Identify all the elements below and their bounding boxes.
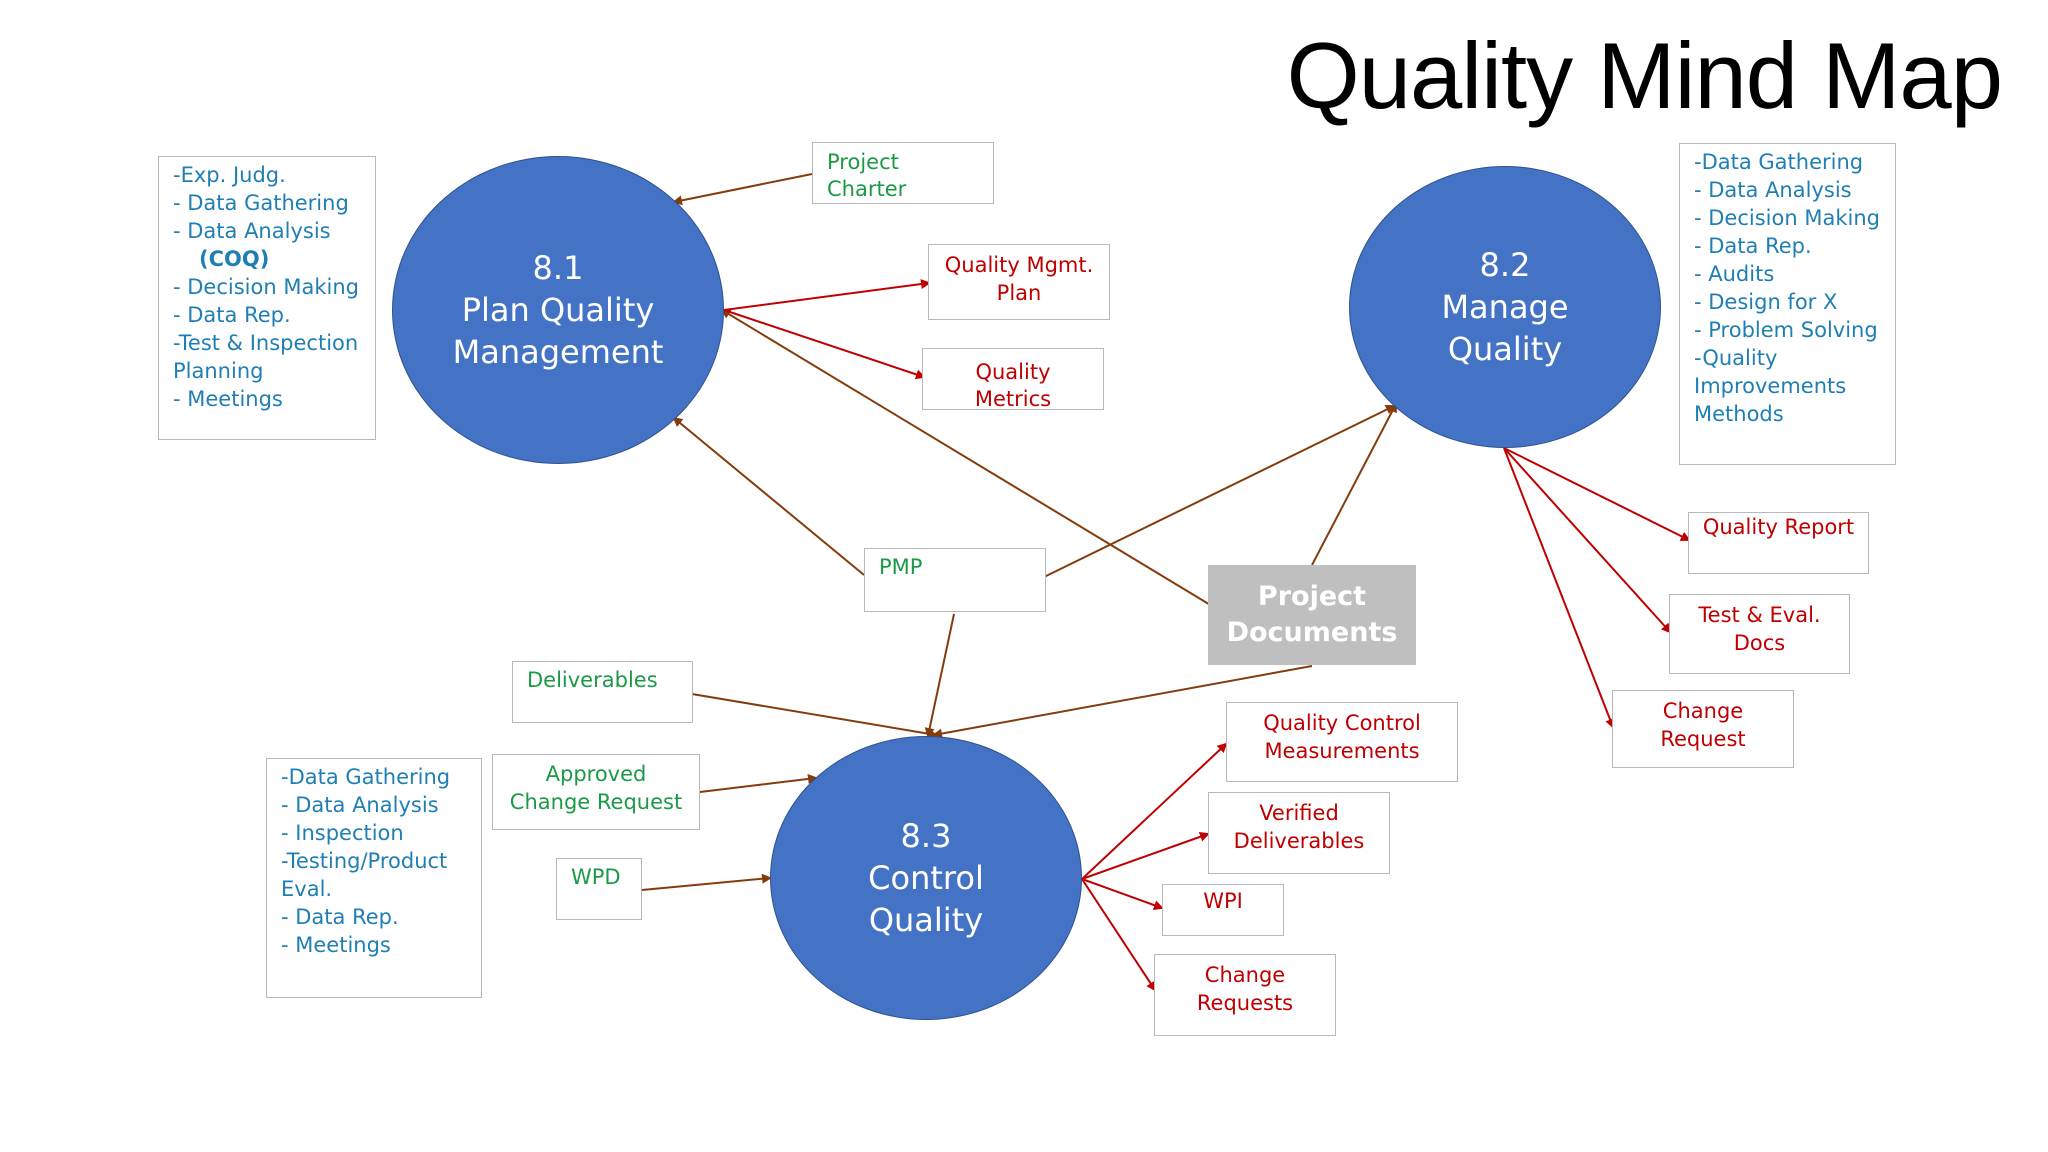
tool-item: - Problem Solving bbox=[1694, 318, 1878, 342]
tool-item: Improvements bbox=[1694, 374, 1847, 398]
tool-item: - Meetings bbox=[281, 933, 391, 957]
process-name: Plan Quality bbox=[461, 291, 655, 329]
process-number: 8.1 bbox=[532, 249, 584, 287]
arrow-wpd-to-control bbox=[641, 873, 772, 891]
tool-item: - Decision Making bbox=[173, 275, 359, 299]
arrow-docs-to-control bbox=[932, 665, 1313, 739]
tool-item: -Data Gathering bbox=[1694, 150, 1864, 174]
arrow-manage-to-report bbox=[1503, 447, 1691, 541]
arrow-acr-to-control bbox=[699, 773, 818, 793]
tool-item: - Data Rep. bbox=[173, 303, 291, 327]
input-project-charter: Project Charter bbox=[812, 142, 994, 204]
tool-item: Planning bbox=[173, 359, 264, 383]
arrow-plan-to-metrics bbox=[723, 309, 926, 380]
output-wpi: WPI bbox=[1162, 884, 1284, 936]
tool-item: (COQ) bbox=[199, 247, 270, 271]
tool-item: -Data Gathering bbox=[281, 765, 451, 789]
output-quality-metrics: Quality Metrics bbox=[922, 348, 1104, 410]
output-qc-measurements: Quality Control Measurements bbox=[1226, 702, 1458, 782]
tool-item: Methods bbox=[1694, 402, 1784, 426]
process-name: Control bbox=[868, 859, 984, 897]
output-verified-deliverables: Verified Deliverables bbox=[1208, 792, 1390, 874]
tool-item: -Quality bbox=[1694, 346, 1778, 370]
process-node-control: 8.3 Control Quality bbox=[770, 736, 1082, 1020]
arrow-pmp-to-control bbox=[924, 613, 955, 738]
input-wpd: WPD bbox=[556, 858, 642, 920]
input-deliverables: Deliverables bbox=[512, 661, 693, 723]
arrow-docs-to-manage bbox=[1311, 402, 1397, 566]
tool-item: - Data Analysis bbox=[173, 219, 331, 243]
tool-item: - Data Analysis bbox=[1694, 178, 1852, 202]
arrow-manage-to-changerequest bbox=[1503, 447, 1615, 729]
tool-item: - Audits bbox=[1694, 262, 1775, 286]
tool-item: - Design for X bbox=[1694, 290, 1838, 314]
arrow-pmp-to-plan bbox=[672, 416, 865, 576]
input-pmp: PMP bbox=[864, 548, 1046, 612]
arrow-pmp-to-manage bbox=[1041, 405, 1396, 579]
process-node-plan: 8.1 Plan Quality Management bbox=[392, 156, 724, 464]
page-title: Quality Mind Map bbox=[1286, 23, 2003, 128]
output-test-eval-docs: Test & Eval. Docs bbox=[1669, 594, 1850, 674]
arrow-control-to-changerequests bbox=[1081, 878, 1157, 992]
arrow-plan-to-qmp bbox=[723, 279, 931, 311]
process-name: Quality bbox=[1447, 330, 1563, 368]
tool-item: - Inspection bbox=[281, 821, 404, 845]
tool-item: - Data Rep. bbox=[281, 905, 399, 929]
arrow-docs-to-plan bbox=[720, 308, 1213, 607]
tool-item: - Decision Making bbox=[1694, 206, 1880, 230]
input-project-documents: Project Documents bbox=[1208, 565, 1416, 665]
tool-item: -Testing/Product bbox=[281, 849, 448, 873]
arrow-charter-to-plan bbox=[672, 173, 813, 206]
tool-item: -Test & Inspection bbox=[173, 331, 359, 355]
arrow-manage-to-testeval bbox=[1503, 447, 1672, 634]
manage-tools-box: -Data Gathering - Data Analysis - Decisi… bbox=[1679, 143, 1896, 465]
tool-item: - Data Rep. bbox=[1694, 234, 1812, 258]
control-tools-box: -Data Gathering - Data Analysis - Inspec… bbox=[266, 758, 482, 998]
tool-item: - Meetings bbox=[173, 387, 283, 411]
tool-item: Eval. bbox=[281, 877, 333, 901]
tool-item: -Exp. Judg. bbox=[173, 163, 286, 187]
arrow-control-to-qcm bbox=[1081, 742, 1228, 880]
tool-item: - Data Analysis bbox=[281, 793, 439, 817]
output-quality-report: Quality Report bbox=[1688, 512, 1869, 574]
input-approved-change-request: Approved Change Request bbox=[492, 754, 700, 830]
process-name: Quality bbox=[868, 901, 984, 939]
process-number: 8.3 bbox=[900, 817, 952, 855]
arrow-control-to-verified bbox=[1081, 831, 1210, 880]
output-change-request: Change Request bbox=[1612, 690, 1794, 768]
plan-tools-box: -Exp. Judg. - Data Gathering - Data Anal… bbox=[158, 156, 376, 440]
process-name: Management bbox=[452, 333, 664, 371]
process-name: Manage bbox=[1441, 288, 1569, 326]
output-change-requests: Change Requests bbox=[1154, 954, 1336, 1036]
output-quality-mgmt-plan: Quality Mgmt. Plan bbox=[928, 244, 1110, 320]
tool-item: - Data Gathering bbox=[173, 191, 349, 215]
arrow-deliverables-to-control bbox=[691, 693, 938, 739]
process-number: 8.2 bbox=[1479, 246, 1531, 284]
arrow-control-to-wpi bbox=[1081, 878, 1164, 910]
process-node-manage: 8.2 Manage Quality bbox=[1349, 166, 1661, 448]
